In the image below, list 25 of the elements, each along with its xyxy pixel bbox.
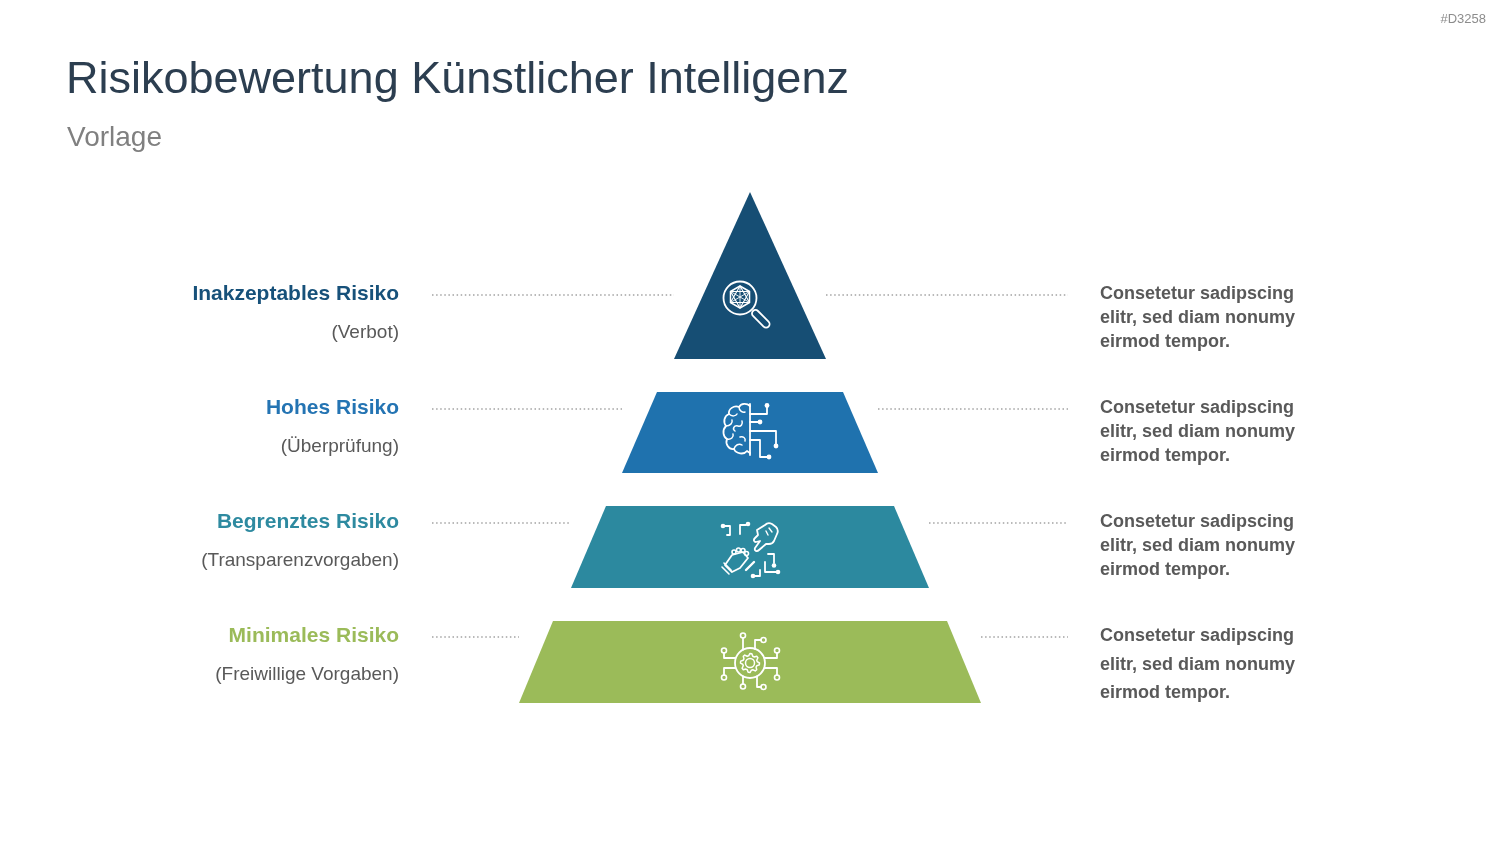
dotted-connector [431, 408, 623, 410]
dotted-connector [928, 522, 1069, 524]
description-text: Consetetur sadipscing elitr, sed diam nonumy eirmod tempor. [1100, 282, 1297, 353]
pyramid-tier-trapezoid [571, 506, 929, 588]
risk-level-note: (Transparenzvorgaben) [201, 548, 399, 572]
description-text: Consetetur sadipscing elitr, sed diam nonumy eirmod tempor. [1100, 396, 1297, 467]
pyramid-apex-triangle [674, 192, 826, 359]
risk-level-note: (Überprüfung) [280, 434, 399, 458]
risk-level-heading: Minimales Risiko [228, 622, 399, 648]
subtitle: Vorlage [67, 120, 162, 154]
risk-level-note: (Verbot) [331, 320, 399, 344]
pyramid-tier-trapezoid [622, 392, 878, 473]
dotted-connector [877, 408, 1069, 410]
risk-level-heading: Begrenztes Risiko [216, 508, 399, 534]
description-text: Consetetur sadipscing elitr, sed diam nonumy eirmod tempor. [1100, 510, 1297, 581]
risk-level-note: (Freiwillige Vorgaben) [215, 662, 399, 686]
slide-id: #D3258 [1440, 11, 1486, 27]
dotted-connector [980, 636, 1069, 638]
dotted-connector [431, 522, 572, 524]
risk-level-heading: Hohes Risiko [265, 394, 399, 420]
risk-level-heading: Inakzeptables Risiko [192, 280, 399, 306]
pyramid-tier-trapezoid [519, 621, 981, 703]
title: Risikobewertung Künstlicher Intelligenz [66, 51, 849, 105]
description-text: Consetetur sadipscing elitr, sed diam nonumy eirmod tempor. [1100, 624, 1297, 704]
dotted-connector [431, 636, 520, 638]
